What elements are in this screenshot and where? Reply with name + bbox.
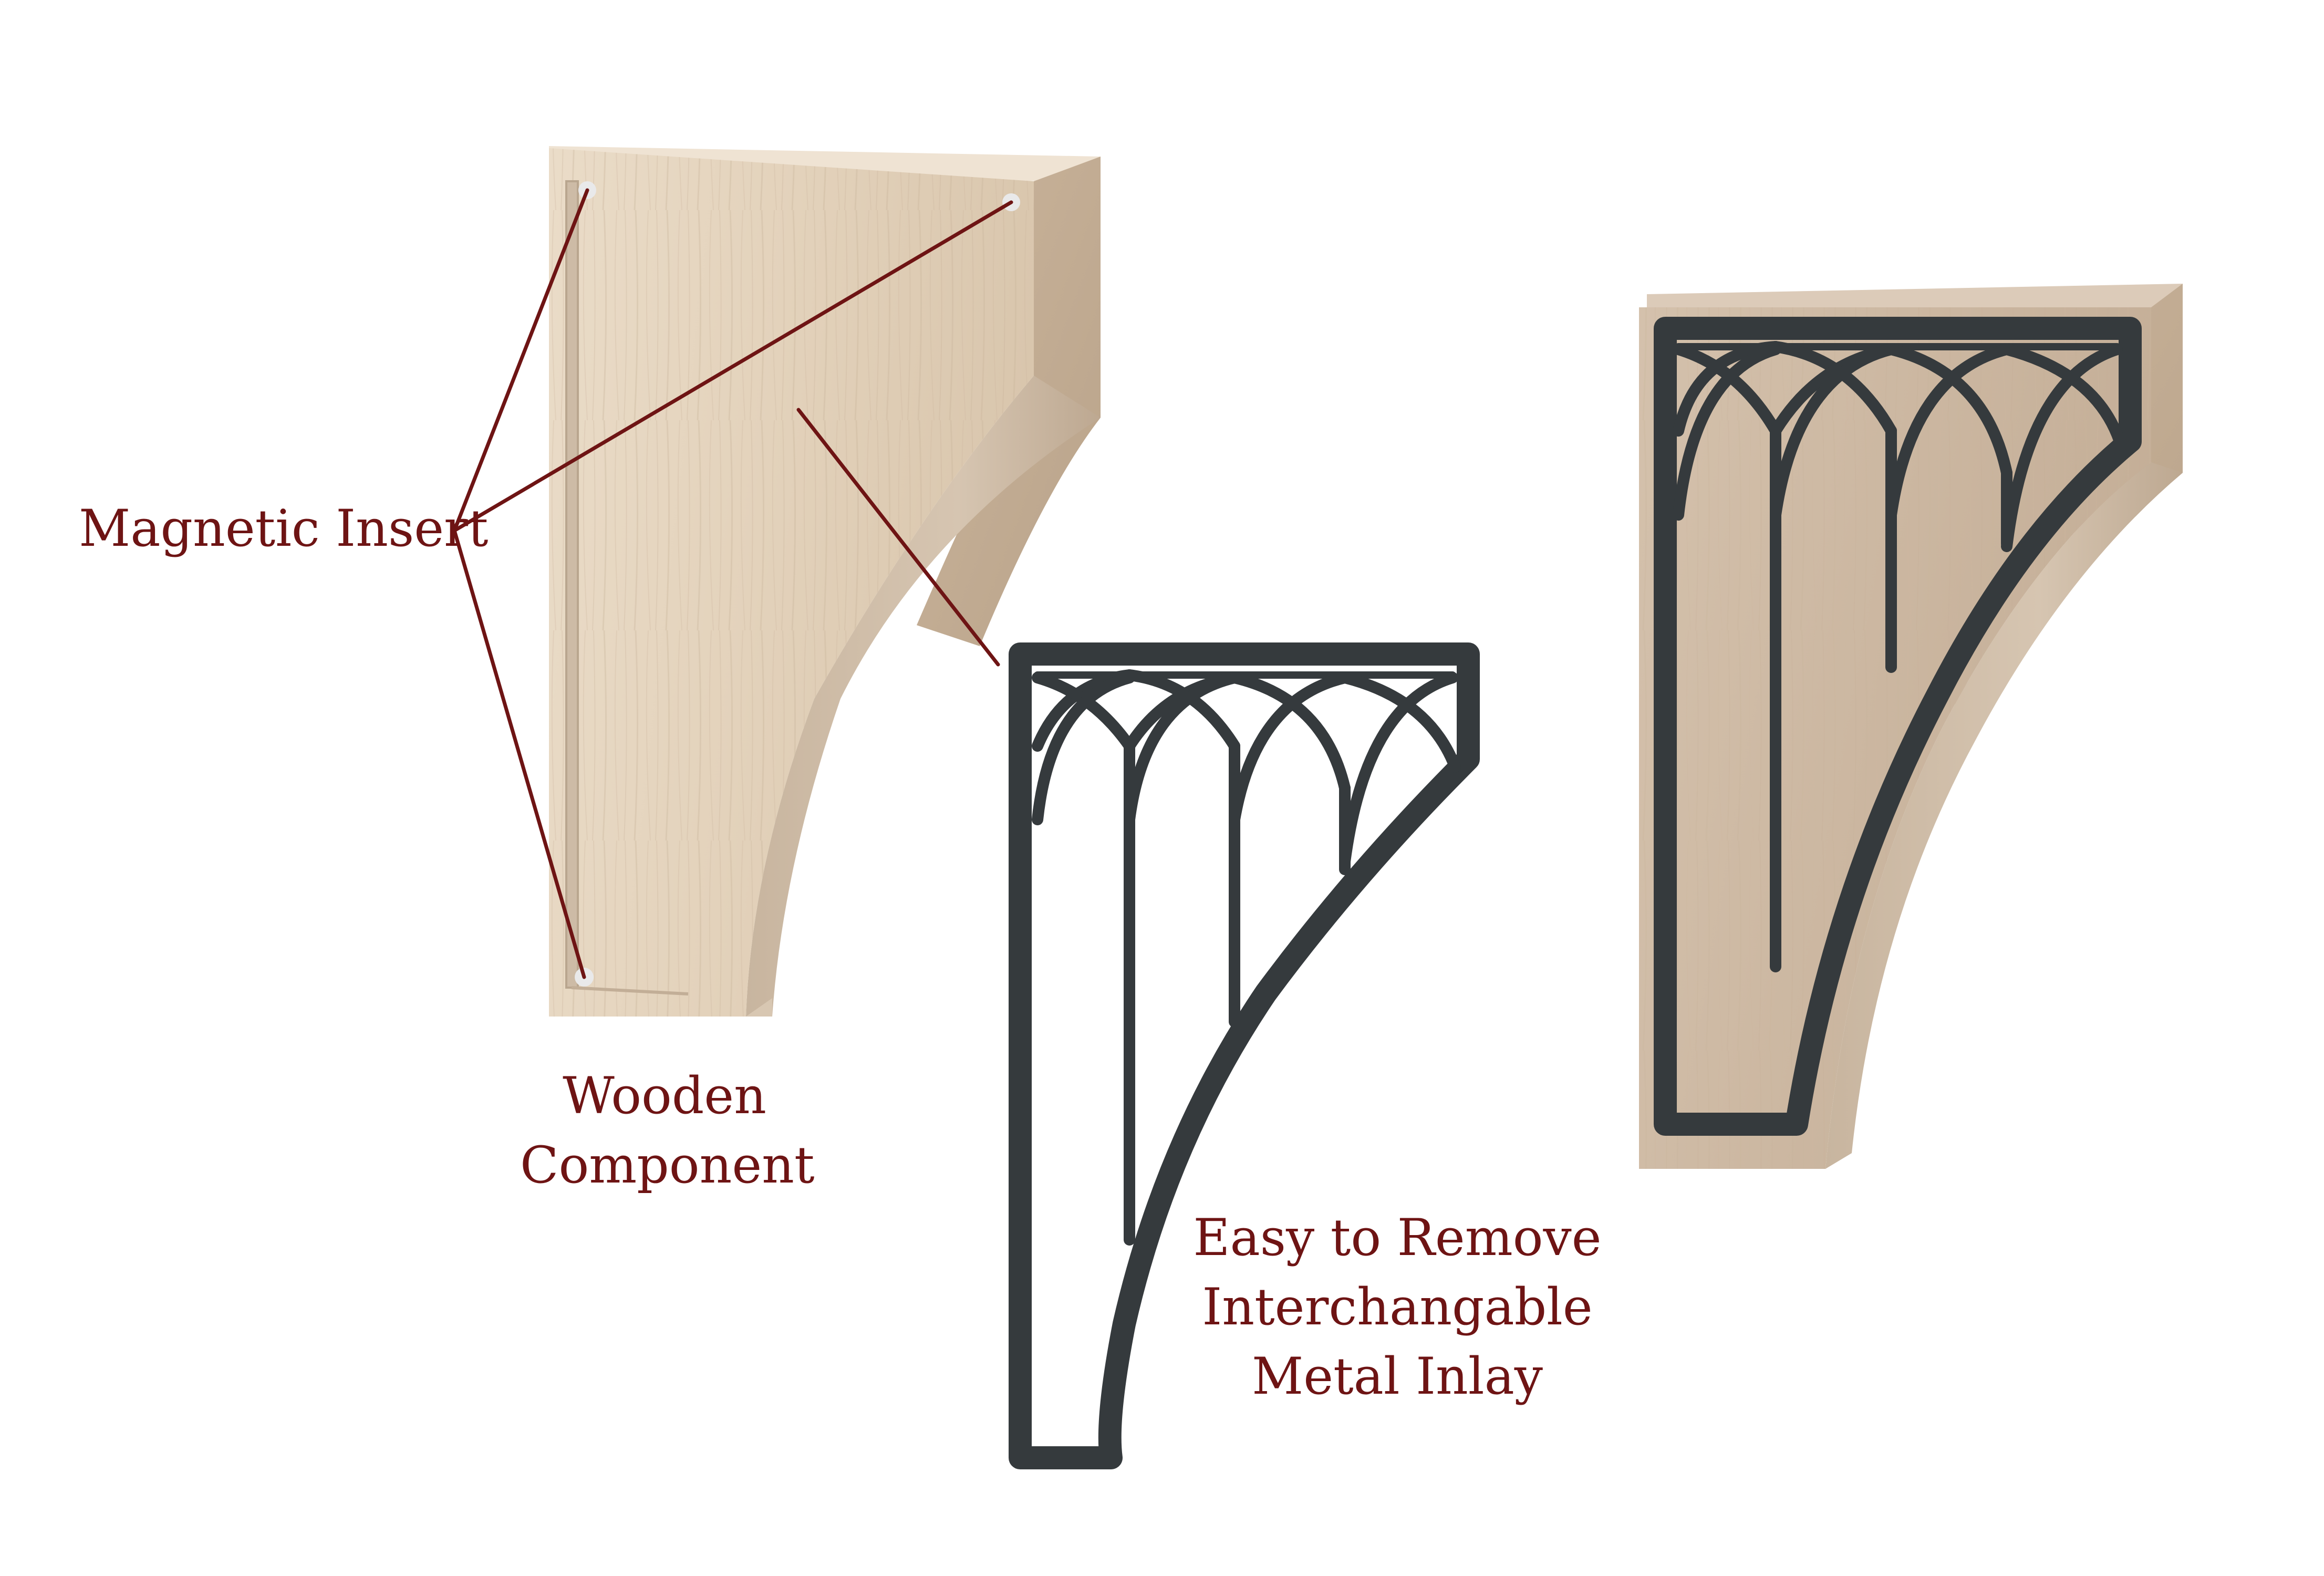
metal-inlay-label-line-1: Easy to Remove xyxy=(1193,1208,1602,1267)
wooden-component-label-line-2: Component xyxy=(520,1136,815,1195)
wood-curved-underside xyxy=(746,376,1101,1017)
assembled-inlay xyxy=(1654,317,2142,1136)
inlay-arch-6 xyxy=(1032,672,1135,825)
wooden-component-figure xyxy=(549,146,1101,1017)
metal-inlay-label-line-2: Interchangable xyxy=(1202,1278,1593,1336)
inlay-arch-7 xyxy=(1229,672,1461,825)
metal-inlay-label-line-3: Metal Inlay xyxy=(1251,1347,1543,1406)
metal-inlay-figure xyxy=(1009,642,1480,1469)
leader-magnet-bottom xyxy=(452,528,586,979)
inlay-arch-5 xyxy=(1124,672,1351,825)
wooden-component-label-line-1: Wooden xyxy=(563,1066,766,1125)
inlay-outer-frame xyxy=(1009,642,1480,1469)
leader-magnet-top-right xyxy=(452,200,1013,533)
leader-metal-inlay xyxy=(796,408,1000,667)
wooden-component-label: Wooden Component xyxy=(520,1061,815,1200)
leader-lines xyxy=(452,188,1013,979)
wood-bottom-edge xyxy=(549,998,772,1017)
magnetic-slot xyxy=(565,180,579,989)
metal-inlay-label: Easy to Remove Interchangable Metal Inla… xyxy=(1182,1203,1613,1411)
inlay-arch-8 xyxy=(1339,672,1458,867)
assembled-top-edge xyxy=(1647,284,2183,307)
assembled-corbel-figure xyxy=(1639,284,2183,1169)
magnetic-insert-label: Magnetic Insert xyxy=(79,499,489,558)
leader-magnet-top-left xyxy=(452,188,589,533)
